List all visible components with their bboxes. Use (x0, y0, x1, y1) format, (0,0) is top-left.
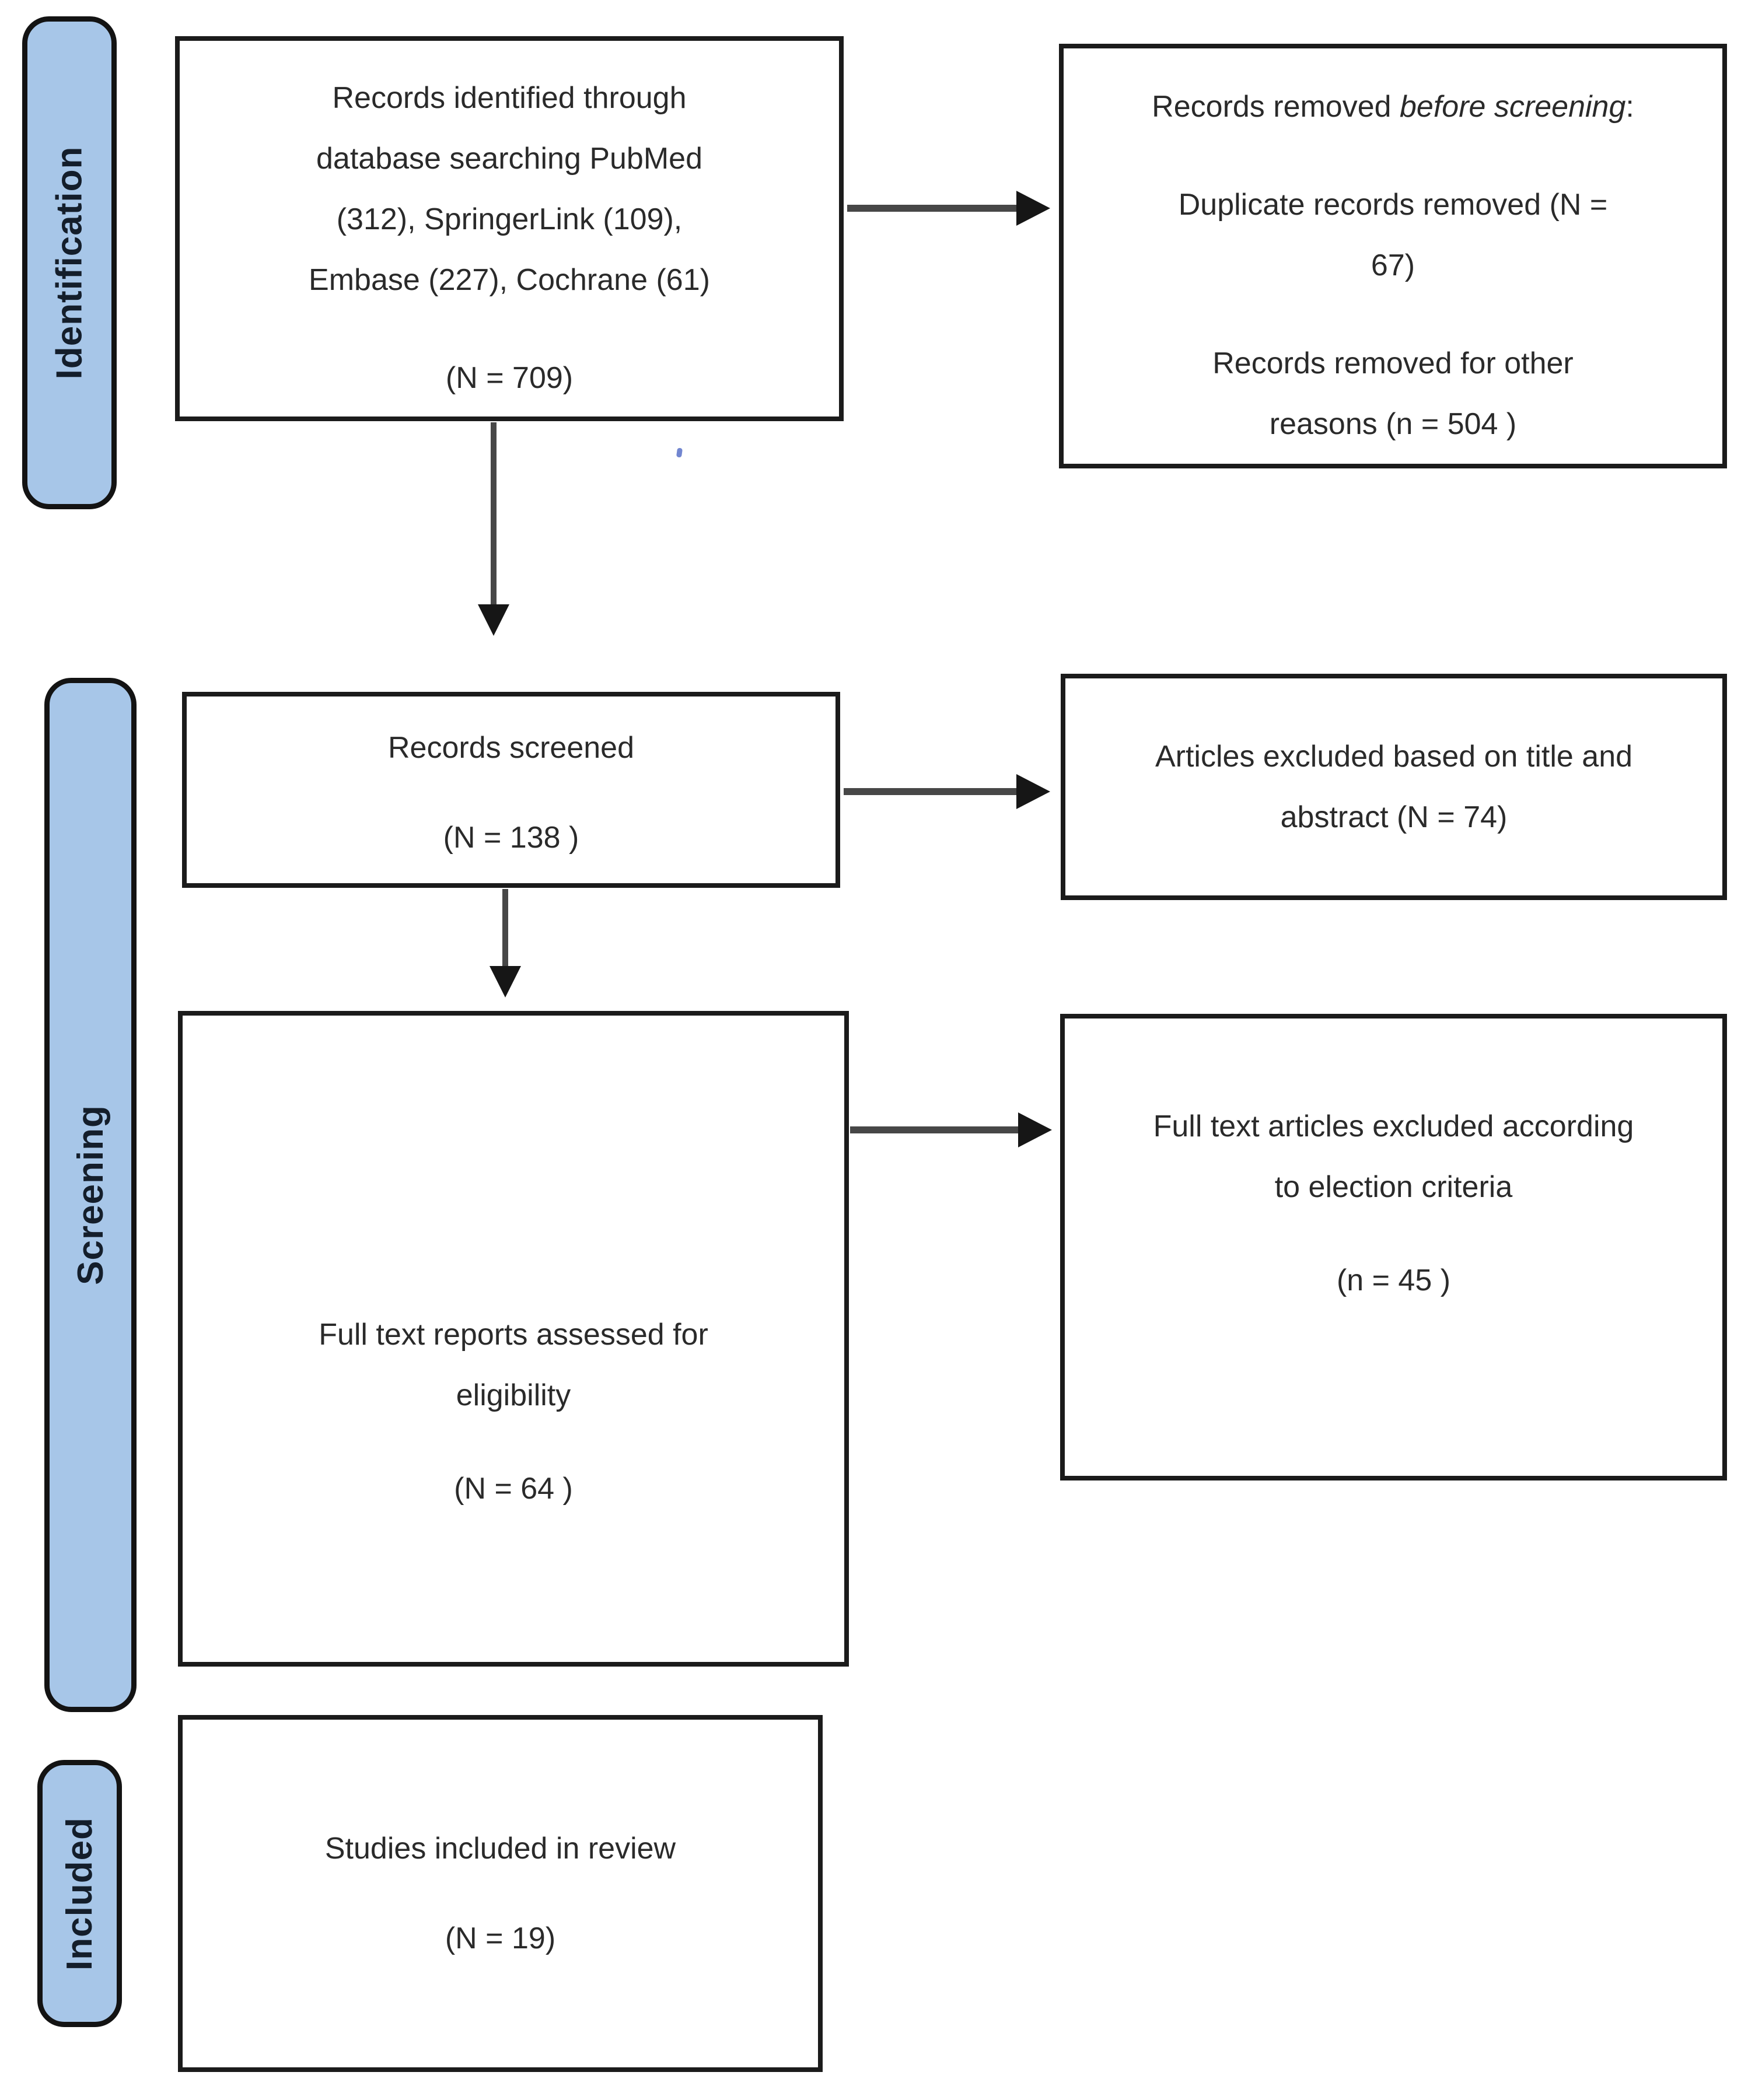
text-line: reasons (n = 504 ) (1269, 407, 1517, 441)
arrow-shaft (844, 788, 1016, 795)
text-line: eligibility (456, 1378, 571, 1412)
arrow-head-right-icon (1016, 191, 1050, 226)
arrow-head-right-icon (1016, 774, 1050, 809)
box-records-identified: Records identified through database sear… (175, 36, 844, 421)
arrow-shaft (491, 422, 497, 604)
stage-pill-screening: Screening (44, 678, 137, 1712)
text-line: Studies included in review (324, 1832, 676, 1866)
text-line: to election criteria (1274, 1170, 1513, 1204)
box-studies-included: Studies included in review (N = 19) (178, 1715, 823, 2072)
stage-pill-identification: Identification (22, 16, 117, 509)
text-line: Duplicate records removed (N = (1178, 188, 1608, 222)
text-line: (312), SpringerLink (109), (336, 202, 683, 236)
text-line: database searching PubMed (316, 142, 702, 176)
text-line: Records removed for other (1212, 346, 1574, 380)
box-fulltext-assessed: Full text reports assessed for eligibili… (178, 1011, 849, 1667)
text-line: Full text reports assessed for (319, 1318, 708, 1352)
text-line: Records identified through (332, 81, 687, 115)
stage-label-identification: Identification (49, 146, 90, 380)
stage-label-included: Included (60, 1817, 100, 1971)
stage-label-screening: Screening (70, 1105, 111, 1285)
arrow-shaft (850, 1126, 1018, 1133)
heading-pre: Records removed (1152, 90, 1400, 124)
arrow-head-down-icon (490, 966, 521, 998)
arrow-head-right-icon (1018, 1112, 1052, 1147)
arrow-shaft (502, 889, 508, 966)
text-line: Embase (227), Cochrane (61) (309, 263, 710, 297)
box-records-screened: Records screened (N = 138 ) (182, 692, 840, 888)
text-line: Full text articles excluded according (1153, 1110, 1634, 1143)
heading-line: Records removed before screening: (1152, 76, 1634, 137)
text-line: Articles excluded based on title and (1155, 740, 1633, 774)
arrow-shaft (847, 205, 1016, 212)
arrow-head-down-icon (478, 604, 509, 636)
ink-speck (676, 447, 683, 458)
heading-italic: before screening (1400, 90, 1626, 124)
count-line: (N = 64 ) (454, 1472, 573, 1506)
stage-pill-included: Included (37, 1760, 122, 2027)
text-line: Records screened (388, 731, 634, 765)
box-records-removed: Records removed before screening: Duplic… (1059, 44, 1727, 468)
count-line: (N = 709) (445, 361, 574, 395)
heading-colon: : (1625, 90, 1634, 124)
count-line: (N = 138 ) (443, 821, 579, 855)
count-line: (n = 45 ) (1336, 1264, 1451, 1297)
count-line: (N = 19) (445, 1922, 556, 1955)
text-line: abstract (N = 74) (1280, 800, 1508, 834)
box-excluded-title-abstract: Articles excluded based on title and abs… (1061, 674, 1727, 900)
text-line: 67) (1371, 249, 1415, 282)
box-fulltext-excluded: Full text articles excluded according to… (1060, 1014, 1727, 1480)
